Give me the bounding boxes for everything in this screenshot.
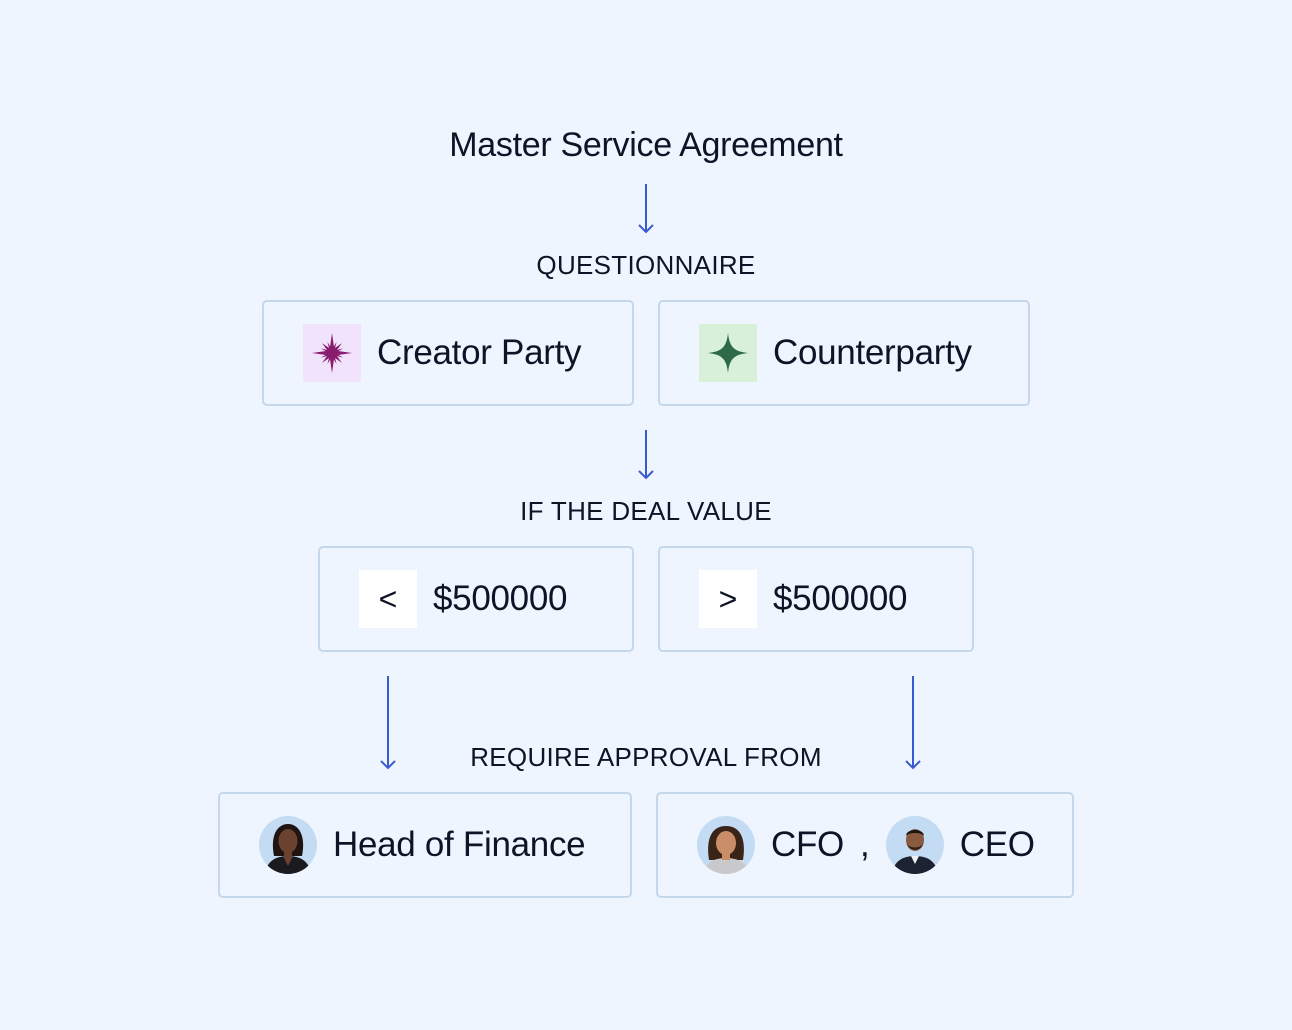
cfo-ceo-card[interactable]: CFO , CEO [656, 792, 1074, 898]
greater-than-condition-card[interactable]: > $500000 [658, 546, 974, 652]
head-of-finance-card[interactable]: Head of Finance [218, 792, 632, 898]
ceo-label: CEO [959, 825, 1035, 864]
diagram-title: Master Service Agreement [449, 126, 843, 164]
head-of-finance-label: Head of Finance [333, 825, 586, 864]
avatar [697, 816, 755, 874]
approval-label: REQUIRE APPROVAL FROM [470, 742, 822, 772]
separator: , [859, 825, 870, 864]
sparkle-icon [699, 324, 757, 382]
down-arrow-icon [638, 430, 654, 480]
less-than-operator: < [359, 570, 417, 628]
avatar [885, 816, 944, 874]
counterparty-card[interactable]: Counterparty [658, 300, 1030, 406]
starburst-icon [303, 324, 361, 382]
threshold-value: $500000 [433, 579, 568, 618]
threshold-value: $500000 [773, 579, 908, 618]
down-arrow-icon [905, 676, 921, 770]
down-arrow-icon [638, 184, 654, 234]
counterparty-label: Counterparty [773, 333, 972, 372]
avatar [259, 816, 317, 874]
cfo-label: CFO [771, 825, 844, 864]
down-arrow-icon [380, 676, 396, 770]
greater-than-operator: > [699, 570, 757, 628]
creator-party-card[interactable]: Creator Party [262, 300, 634, 406]
questionnaire-label: QUESTIONNAIRE [536, 250, 756, 280]
deal-value-label: IF THE DEAL VALUE [520, 496, 772, 526]
creator-party-label: Creator Party [377, 333, 582, 372]
less-than-condition-card[interactable]: < $500000 [318, 546, 634, 652]
